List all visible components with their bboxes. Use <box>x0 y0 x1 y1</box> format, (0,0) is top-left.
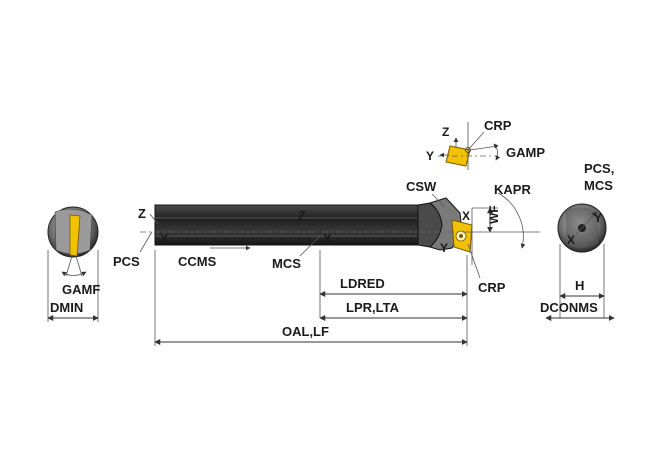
ccms-label: CCMS <box>178 254 217 269</box>
pcs-mcs-label-line2: MCS <box>584 178 613 193</box>
mcs-mid-label: MCS <box>272 256 301 271</box>
left-end-view: DMIN GAMF <box>47 206 100 322</box>
crp-top-label: CRP <box>484 118 512 133</box>
gamf-label: GAMF <box>62 282 100 297</box>
y-tip-label: Y <box>440 241 448 255</box>
wf-label: WF <box>487 205 501 224</box>
y-top-label: Y <box>426 149 434 163</box>
ldred-label: LDRED <box>340 276 385 291</box>
z-mid-label: Z <box>298 208 306 223</box>
left-insert <box>69 214 81 257</box>
x-tip-label: X <box>462 209 470 223</box>
main-side-view: CCMS Z X PCS Z X MCS X Y CSW WF KAPR CRP <box>113 179 540 346</box>
y-right-label: Y <box>594 211 602 225</box>
kapr-label: KAPR <box>494 182 531 197</box>
dconms-label: DCONMS <box>540 300 598 315</box>
crp-bottom-label: CRP <box>478 280 506 295</box>
csw-label: CSW <box>406 179 437 194</box>
z-top-label: Z <box>442 125 449 139</box>
pcs-left-label: PCS <box>113 254 140 269</box>
gamp-label: GAMP <box>506 145 545 160</box>
x-mid-label: X <box>323 231 332 246</box>
oal-lf-label: OAL,LF <box>282 324 329 339</box>
h-label: H <box>575 278 584 293</box>
pcs-mcs-label-line1: PCS, <box>584 161 614 176</box>
shank-body <box>154 204 419 246</box>
z-left-label: Z <box>138 206 146 221</box>
x-right-label: X <box>567 233 575 247</box>
insert-detail-view: CRP Z Y GAMP <box>426 118 545 170</box>
lpr-lta-label: LPR,LTA <box>346 300 400 315</box>
x-left-label: X <box>160 231 169 246</box>
dmin-label: DMIN <box>50 300 83 315</box>
right-end-view: PCS, MCS Y X H DCONMS <box>540 161 615 321</box>
